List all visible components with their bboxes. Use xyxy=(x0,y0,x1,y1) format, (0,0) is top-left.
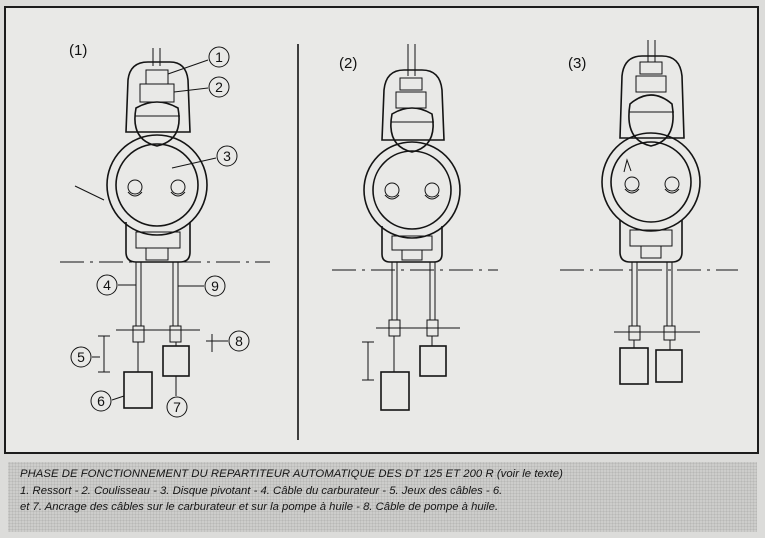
callout-3: 3 xyxy=(171,145,238,169)
svg-text:6: 6 xyxy=(97,393,105,409)
caption-legend-line-1: 1. Ressort - 2. Coulisseau - 3. Disque p… xyxy=(20,484,503,497)
diagram: (1) (2) (3) xyxy=(60,40,738,440)
callout-1: 1 xyxy=(167,46,230,75)
callout-9: 9 xyxy=(178,275,226,297)
callout-2: 2 xyxy=(173,76,230,98)
svg-text:4: 4 xyxy=(103,277,111,293)
callout-8: 8 xyxy=(218,330,250,352)
anchor-oil-pump-3 xyxy=(655,349,683,383)
caption: PHASE DE FONCTIONNEMENT DU REPARTITEUR A… xyxy=(8,462,757,532)
anchor-carburetor-3 xyxy=(619,347,649,385)
anchor-carburetor-1 xyxy=(123,371,153,409)
anchor-oil-pump-2 xyxy=(419,345,447,377)
callout-7: 7 xyxy=(166,376,188,418)
svg-text:7: 7 xyxy=(173,399,181,415)
svg-text:8: 8 xyxy=(235,333,243,349)
panel-label-3: (3) xyxy=(568,55,586,72)
anchor-carburetor-2 xyxy=(380,371,410,411)
distributor-body-1 xyxy=(74,48,208,409)
caption-legend-line-2: et 7. Ancrage des câbles sur le carburat… xyxy=(20,501,499,513)
distributor-body-2 xyxy=(363,44,461,411)
svg-text:2: 2 xyxy=(215,79,223,95)
distributor-body-3 xyxy=(601,40,701,385)
callout-5: 5 xyxy=(70,346,100,368)
caption-title: PHASE DE FONCTIONNEMENT DU REPARTITEUR A… xyxy=(20,468,563,480)
callout-6: 6 xyxy=(90,390,125,412)
panel-label-2: (2) xyxy=(339,55,357,72)
svg-text:3: 3 xyxy=(223,148,231,164)
svg-text:1: 1 xyxy=(215,49,223,65)
svg-text:5: 5 xyxy=(77,349,85,365)
svg-text:9: 9 xyxy=(211,278,219,294)
anchor-oil-pump-1 xyxy=(162,345,190,377)
panel-label-1: (1) xyxy=(69,42,87,59)
callout-4: 4 xyxy=(96,274,136,296)
